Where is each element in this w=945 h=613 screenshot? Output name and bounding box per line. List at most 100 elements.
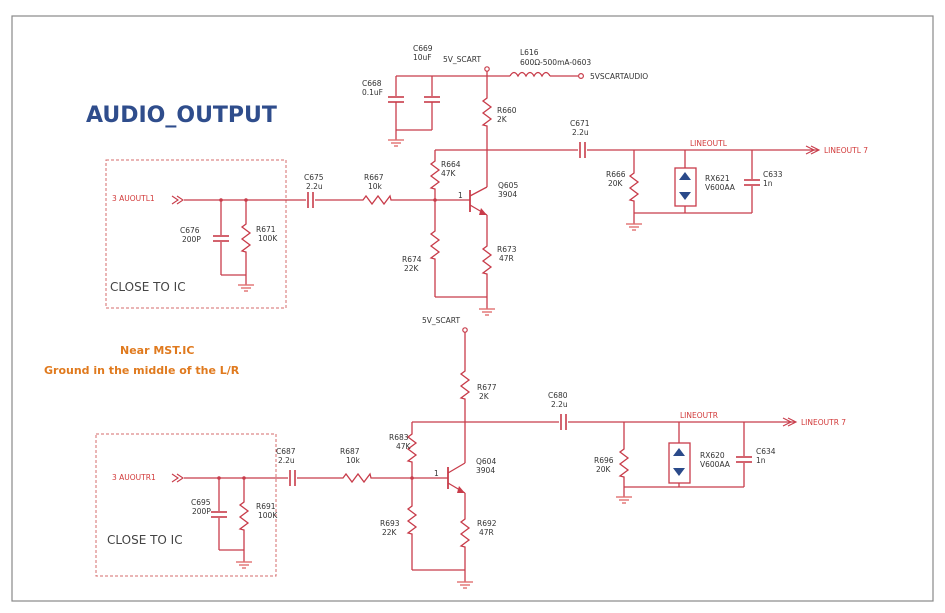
c671-val: 2.2u xyxy=(572,128,589,137)
tvs-rx620-diode-up xyxy=(673,448,685,456)
supply-node-top xyxy=(484,66,490,72)
r666-val: 20K xyxy=(608,179,624,188)
q604-val: 3904 xyxy=(476,466,495,475)
c680-val: 2.2u xyxy=(551,400,568,409)
q604-ref: Q604 xyxy=(476,457,496,466)
port-arrow-lineoutr xyxy=(782,417,798,427)
c680-ref: C680 xyxy=(548,391,568,400)
sheet-frame xyxy=(11,15,934,602)
r660-val: 2K xyxy=(497,115,508,124)
c633-val: 1n xyxy=(763,179,773,188)
close-to-ic-box-bottom xyxy=(95,433,277,577)
net-5v-scart-top: 5V_SCART xyxy=(443,55,481,64)
ground-decoupling xyxy=(387,139,405,147)
resistor-r660 xyxy=(482,91,492,133)
scart-audio-node xyxy=(577,72,584,79)
r687-ref: R687 xyxy=(340,447,360,456)
q605-base-pin: 1 xyxy=(458,191,463,200)
q605-val: 3904 xyxy=(498,190,517,199)
net-auoutl1: 3 AUOUTL1 xyxy=(112,194,155,203)
r677-val: 2K xyxy=(479,392,490,401)
node-base-top xyxy=(433,198,437,202)
c668-val: 0.1uF xyxy=(362,88,383,97)
net-lineoutr-local: LINEOUTR xyxy=(680,411,718,420)
resistor-r666 xyxy=(629,166,639,208)
c687-val: 2.2u xyxy=(278,456,295,465)
r691-ref: R691 xyxy=(256,502,276,511)
r674-val: 22K xyxy=(404,264,420,273)
resistor-r692 xyxy=(460,512,470,554)
tvs-rx620-diode-down xyxy=(673,468,685,476)
resistor-r671 xyxy=(241,217,251,259)
c695-val: 200P xyxy=(192,507,211,516)
r693-ref: R693 xyxy=(380,519,400,528)
c633-ref: C633 xyxy=(763,170,783,179)
rx621-ref: RX621 xyxy=(705,174,730,183)
transistor-q605-arrow xyxy=(479,208,487,215)
note-near-mst: Near MST.IC xyxy=(120,344,194,357)
l616-ref: L616 xyxy=(520,48,539,57)
q604-base-pin: 1 xyxy=(434,469,439,478)
ground-transistor-top xyxy=(478,308,496,316)
tvs-rx621-diode-down xyxy=(679,192,691,200)
c675-val: 2.2u xyxy=(306,182,323,191)
r683-ref: R683 xyxy=(389,433,409,442)
transistor-q604-collector xyxy=(447,462,466,474)
rx620-ref: RX620 xyxy=(700,451,725,460)
l616-val: 600Ω-500mA-0603 xyxy=(520,58,591,67)
page-title: AUDIO_OUTPUT xyxy=(86,103,277,128)
port-arrow-lineoutl xyxy=(805,145,821,155)
r660-ref: R660 xyxy=(497,106,517,115)
note-ground-middle: Ground in the middle of the L/R xyxy=(44,364,240,377)
r693-val: 22K xyxy=(382,528,398,537)
r667-val: 10k xyxy=(368,182,383,191)
c676-ref: C676 xyxy=(180,226,200,235)
resistor-r667 xyxy=(356,195,398,205)
resistor-r673 xyxy=(482,239,492,281)
r673-ref: R673 xyxy=(497,245,517,254)
net-5vscartaudio: 5VSCARTAUDIO xyxy=(590,72,648,81)
rx621-val: V600AA xyxy=(705,183,736,192)
ground-r696 xyxy=(615,496,633,504)
ground-r666 xyxy=(625,223,643,231)
resistor-r677 xyxy=(460,364,470,406)
net-lineoutl-port: LINEOUTL 7 xyxy=(824,146,868,155)
net-lineoutl-local: LINEOUTL xyxy=(690,139,728,148)
net-lineoutr-port: LINEOUTR 7 xyxy=(801,418,846,427)
r687-val: 10k xyxy=(346,456,361,465)
r664-ref: R664 xyxy=(441,160,461,169)
c669-val: 10uF xyxy=(413,53,432,62)
c634-val: 1n xyxy=(756,456,766,465)
r673-val: 47R xyxy=(499,254,514,263)
r692-val: 47R xyxy=(479,528,494,537)
close-to-ic-label-top: CLOSE TO IC xyxy=(110,280,186,294)
ground-input-bottom xyxy=(235,561,253,569)
c671-ref: C671 xyxy=(570,119,590,128)
r692-ref: R692 xyxy=(477,519,497,528)
resistor-r664 xyxy=(430,154,440,196)
net-5v-scart-bottom: 5V_SCART xyxy=(422,316,460,325)
c675-ref: C675 xyxy=(304,173,324,182)
c695-ref: C695 xyxy=(191,498,211,507)
transistor-q604-arrow xyxy=(457,486,465,493)
net-auoutr1: 3 AUOUTR1 xyxy=(112,473,156,482)
resistor-r691 xyxy=(239,495,249,537)
r671-val: 100K xyxy=(258,234,278,243)
r664-val: 47K xyxy=(441,169,457,178)
inductor-l616 xyxy=(509,71,551,78)
resistor-r693 xyxy=(407,499,417,541)
tvs-rx621-diode-up xyxy=(679,172,691,180)
r667-ref: R667 xyxy=(364,173,384,182)
close-to-ic-label-bottom: CLOSE TO IC xyxy=(107,533,183,547)
r696-ref: R696 xyxy=(594,456,614,465)
ground-transistor-bottom xyxy=(456,581,474,589)
r683-val: 47K xyxy=(396,442,412,451)
port-arrow-auoutr1 xyxy=(171,473,184,483)
c676-val: 200P xyxy=(182,235,201,244)
transistor-q605-collector xyxy=(469,186,488,197)
c668-ref: C668 xyxy=(362,79,382,88)
r674-ref: R674 xyxy=(402,255,422,264)
c687-ref: C687 xyxy=(276,447,296,456)
